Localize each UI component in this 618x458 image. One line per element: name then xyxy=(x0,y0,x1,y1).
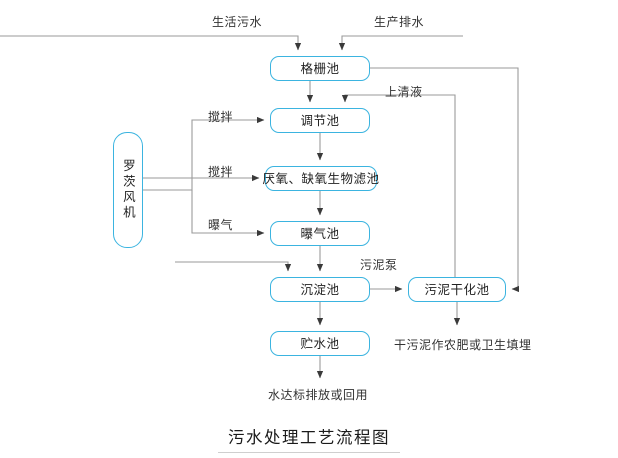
label-domestic-sewage: 生活污水 xyxy=(212,15,263,29)
node-equalization-tank[interactable]: 调节池 xyxy=(270,108,370,133)
node-roots-blower[interactable]: 罗茨风机 xyxy=(113,132,143,248)
label-stir-equalization: 搅拌 xyxy=(208,110,234,124)
node-aeration-tank[interactable]: 曝气池 xyxy=(270,221,370,246)
label-water-output: 水达标排放或回用 xyxy=(268,388,369,402)
node-storage-tank-label: 贮水池 xyxy=(300,335,340,351)
label-supernatant: 上清液 xyxy=(385,85,423,99)
node-sedimentation-tank-label: 沉淀池 xyxy=(300,281,340,297)
diagram-title: 污水处理工艺流程图 xyxy=(0,424,618,453)
node-bio-filter[interactable]: 厌氧、缺氧生物滤池 xyxy=(262,166,380,191)
edge-return-to-sed xyxy=(175,261,292,272)
label-stir-biofilter: 搅拌 xyxy=(208,165,234,179)
node-storage-tank[interactable]: 贮水池 xyxy=(270,331,370,356)
node-bio-filter-label: 厌氧、缺氧生物滤池 xyxy=(262,170,380,186)
label-production-water: 生产排水 xyxy=(374,15,425,29)
node-grid-tank[interactable]: 格栅池 xyxy=(270,56,370,81)
node-sludge-drying-tank-label: 污泥干化池 xyxy=(424,281,490,297)
label-sludge-output: 干污泥作农肥或卫生填埋 xyxy=(394,338,532,352)
node-aeration-tank-label: 曝气池 xyxy=(300,225,340,241)
label-aerate: 曝气 xyxy=(208,218,234,232)
node-grid-tank-label: 格栅池 xyxy=(300,60,340,76)
title-underline xyxy=(218,452,400,453)
node-roots-blower-label: 罗茨风机 xyxy=(120,159,136,221)
node-equalization-tank-label: 调节池 xyxy=(300,112,340,128)
edge-production-water xyxy=(338,35,463,51)
diagram-title-text: 污水处理工艺流程图 xyxy=(228,428,390,447)
node-sludge-drying-tank[interactable]: 污泥干化池 xyxy=(408,277,506,302)
edge-domestic-sewage xyxy=(0,35,302,51)
edge-blower-to-equal xyxy=(143,116,265,191)
label-sludge-pump: 污泥泵 xyxy=(360,258,398,272)
node-sedimentation-tank[interactable]: 沉淀池 xyxy=(270,277,370,302)
